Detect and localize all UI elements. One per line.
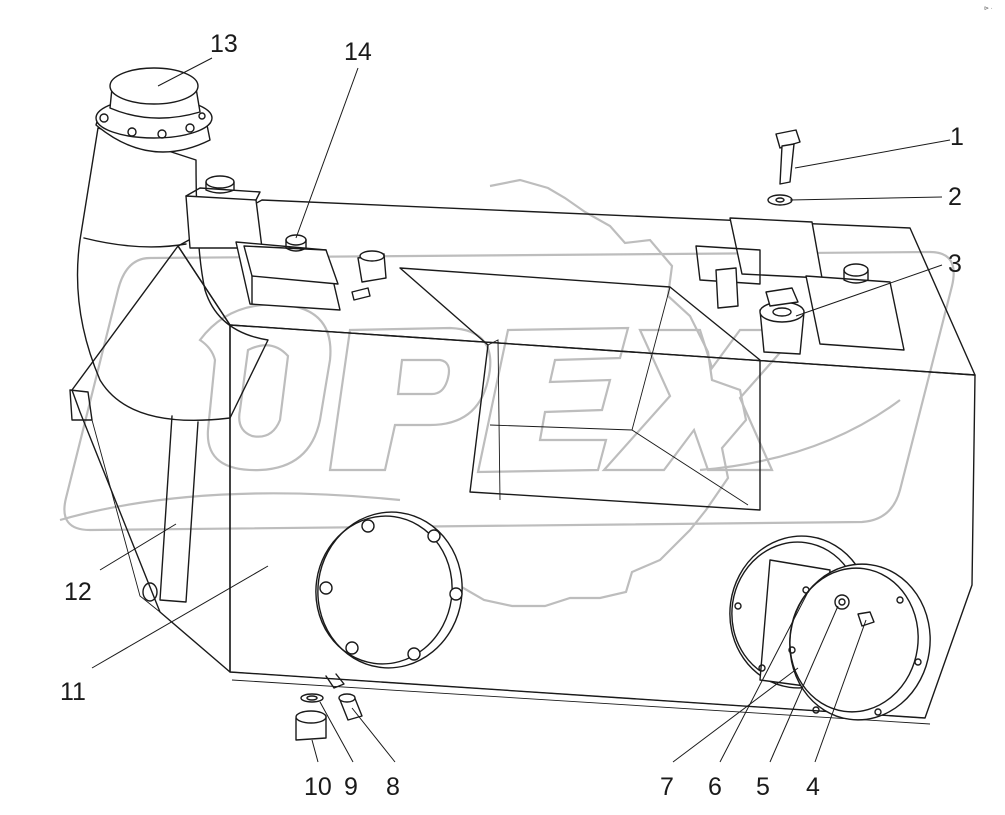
callout-labels: 1 2 3 4 5 6 7 8 9 10 11 12 13 14 [60, 30, 964, 801]
mount-bracket-right [695, 217, 905, 351]
filler-pipe-leg [159, 415, 199, 603]
breather-cap [95, 67, 213, 153]
callout-4: 4 [806, 773, 820, 801]
watermark-letter-o [198, 303, 332, 472]
seal-part-9 [300, 693, 324, 703]
callout-2: 2 [948, 183, 962, 211]
inspection-cover [315, 511, 463, 669]
callout-9: 9 [344, 773, 358, 801]
leader-4 [814, 619, 867, 763]
filler-pipe [69, 127, 269, 603]
leader-7 [672, 667, 799, 763]
callout-6: 6 [708, 773, 722, 801]
callout-8: 8 [386, 773, 400, 801]
callout-3: 3 [948, 250, 962, 278]
leader-3 [795, 264, 943, 317]
callout-13: 13 [210, 30, 238, 58]
leader-1 [794, 139, 951, 169]
bushing-part-3 [759, 287, 805, 355]
leader-5 [769, 605, 839, 763]
watermark-letter-e [476, 326, 630, 474]
leader-10 [311, 739, 319, 763]
washer-part-2 [767, 194, 793, 206]
callout-1: 1 [950, 123, 964, 151]
leader-14 [295, 67, 359, 239]
corner-mark: ⊳ · [984, 6, 993, 12]
watermark-gear [399, 178, 748, 608]
bolt-part-1 [775, 129, 801, 185]
filter-housing [729, 535, 931, 721]
leader-11 [91, 565, 269, 669]
watermark-letter-x [601, 328, 803, 472]
drain-plug-part-10 [295, 710, 327, 741]
leader-13 [157, 57, 213, 87]
filler-pipe-elbow [76, 127, 269, 421]
callout-14: 14 [344, 38, 372, 66]
watermark-logo [59, 178, 955, 608]
watermark-badge [63, 250, 955, 532]
leader-2 [789, 196, 943, 201]
leader-9 [319, 701, 354, 763]
callout-7: 7 [660, 773, 674, 801]
tank-left-face [71, 245, 231, 673]
watermark-letter-p [328, 326, 492, 472]
callout-5: 5 [756, 773, 770, 801]
tank-top-recess [399, 267, 761, 511]
callout-11: 11 [60, 678, 86, 706]
mount-bracket-14 [235, 234, 341, 311]
top-fitting [351, 250, 387, 301]
leader-12 [99, 523, 177, 571]
leader-8 [351, 707, 396, 763]
leader-lines [91, 57, 951, 763]
mount-bracket-left [185, 175, 263, 249]
callout-10: 10 [304, 773, 332, 801]
leader-6 [719, 591, 809, 763]
watermark-swoosh [59, 399, 901, 522]
callout-12: 12 [64, 578, 92, 606]
